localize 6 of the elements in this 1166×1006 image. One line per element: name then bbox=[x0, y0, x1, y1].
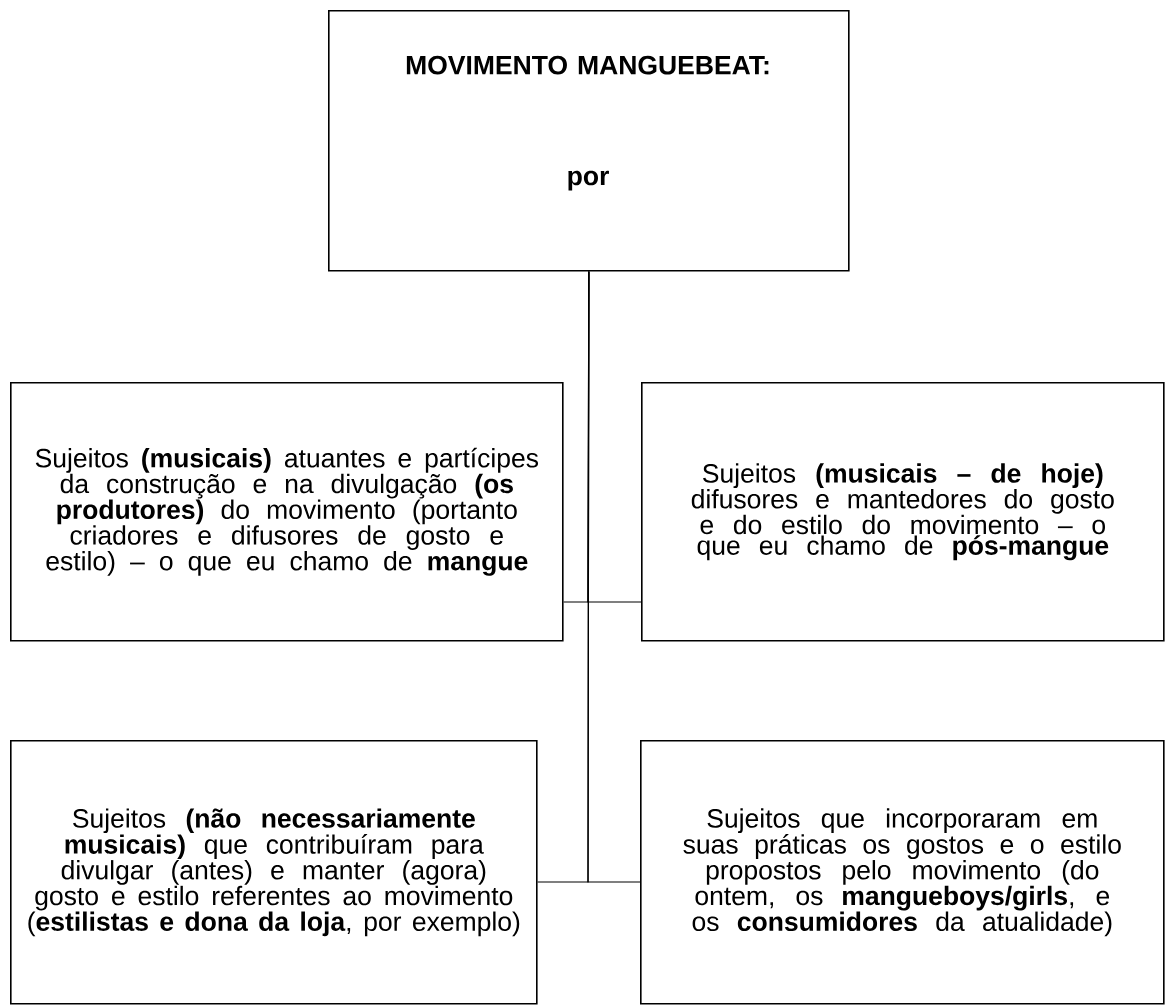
text-box: Sujeitos (não necessariamente musicais) que contribuíram para divulgar (antes) e manter (agora) gosto e estilo referentes ao movimento (estilistas e dona da loja, por exemplo) bbox=[10, 740, 538, 1005]
connector-line bbox=[587, 271, 641, 883]
text-box: Sujeitos (musicais) atuantes e partícipes da construção e na divulgação (os produtores) do movimento (portanto criadores e difusores de gosto e estilo) – o que eu chamo de mangue bbox=[10, 382, 564, 642]
text-box: Sujeitos que incorporaram em suas práticas os gostos e o estilo propostos pelo movimento (do ontem, os mangueboys/girls, e os consumidores da atualidade) bbox=[640, 740, 1165, 1005]
title-box: MOVIMENTO MANGUEBEAT: por bbox=[328, 10, 850, 272]
text-box: Sujeitos (musicais – de hoje) difusores e mantedores do gosto e do estilo do movimento – o que eu chamo de pós-mangue bbox=[641, 382, 1165, 642]
